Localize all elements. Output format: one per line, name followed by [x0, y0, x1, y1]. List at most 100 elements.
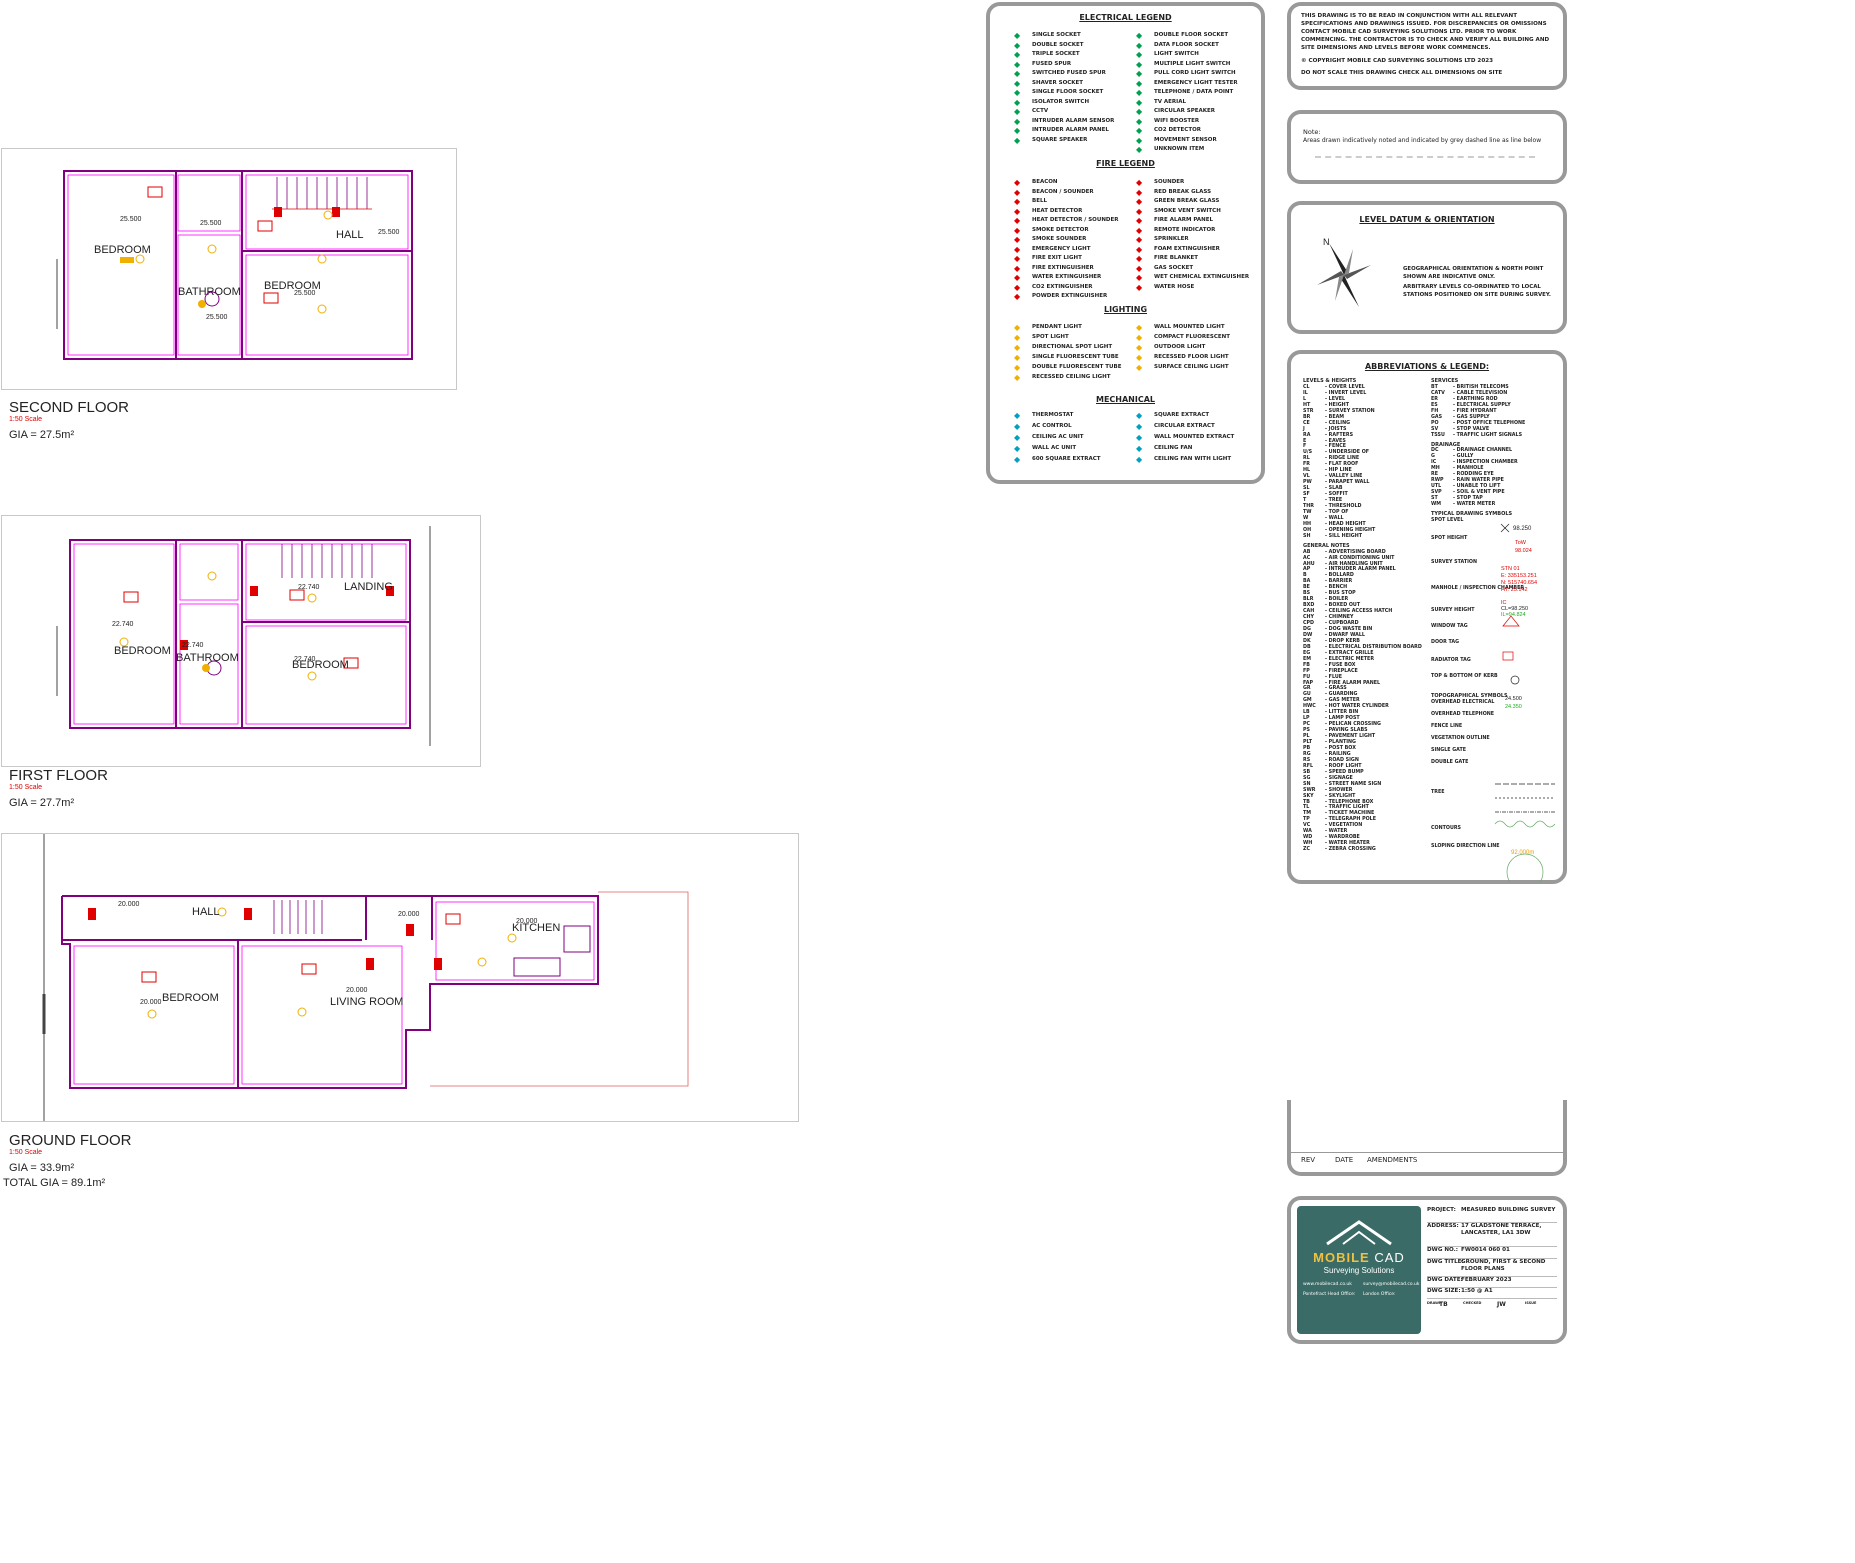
symbol-label: MANHOLE / INSPECTION CHAMBER: [1431, 585, 1525, 591]
abbreviation-code: GR: [1303, 686, 1311, 692]
abbreviation-meaning: - COVER LEVEL: [1325, 384, 1365, 390]
abbreviation-code: AC: [1303, 555, 1311, 561]
sample-contour: 92.000m: [1511, 850, 1534, 856]
legend-symbol-icon: ◆: [1014, 206, 1021, 216]
sample-spot-height-b: 98.024: [1515, 548, 1532, 554]
legend-item: CCTV: [1032, 108, 1049, 114]
title-block-label: ADDRESS:: [1427, 1223, 1459, 1229]
abbreviation-code: GM: [1303, 698, 1312, 704]
legend-item: CEILING FAN WITH LIGHT: [1154, 456, 1232, 462]
abbreviation-meaning: - AIR CONDITIONING UNIT: [1325, 555, 1395, 561]
abbreviation-meaning: - SHOWER: [1325, 787, 1353, 793]
legend-symbol-icon: ◆: [1014, 178, 1021, 187]
abbreviation-meaning: - TRAFFIC LIGHT: [1325, 805, 1369, 811]
abbreviation-meaning: - GRASS: [1325, 686, 1347, 692]
abbreviation-meaning: - HEIGHT: [1325, 402, 1349, 408]
legend-item: WALL AC UNIT: [1032, 445, 1077, 451]
legend-item: AC CONTROL: [1032, 423, 1072, 429]
abbreviation-code: GAS: [1431, 414, 1443, 420]
legend-symbol-icon: ◆: [1014, 282, 1021, 292]
symbol-label: SINGLE GATE: [1431, 747, 1467, 753]
legend-symbol-icon: ◆: [1136, 116, 1143, 126]
legend-item: TV AERIAL: [1154, 98, 1186, 105]
spot-level: 20.000: [346, 987, 368, 994]
abbreviation-code: BLR: [1303, 597, 1314, 603]
abbreviation-code: MH: [1431, 466, 1440, 472]
legend-item: RED BREAK GLASS: [1154, 188, 1212, 195]
abbreviation-code: VC: [1303, 823, 1311, 829]
fire-legend-title: FIRE LEGEND: [1096, 159, 1155, 168]
abbreviation-heading: TYPICAL DRAWING SYMBOLS: [1431, 510, 1513, 517]
abbreviation-code: VL: [1303, 474, 1310, 480]
abbreviation-meaning: - STOP VALVE: [1453, 426, 1490, 432]
abbreviation-code: GU: [1303, 692, 1311, 698]
title-block: MOBILE CAD Surveying Solutions www.mobil…: [1287, 1196, 1567, 1344]
abbreviation-meaning: - BRITISH TELECOMS: [1453, 384, 1509, 390]
legend-item: GREEN BREAK GLASS: [1154, 198, 1220, 204]
room-label: LIVING ROOM: [330, 996, 403, 1008]
spot-level: 20.000: [516, 918, 538, 925]
abbreviation-meaning: - RIDGE LINE: [1325, 456, 1360, 462]
title-block-row: DWG NO.:FW0014 060 01: [1427, 1246, 1557, 1259]
abbreviation-meaning: - GAS METER: [1325, 698, 1360, 704]
legend-symbol-icon: ◆: [1136, 273, 1143, 282]
legend-item: WATER EXTINGUISHER: [1032, 274, 1102, 280]
abbreviation-code: SVP: [1431, 490, 1442, 496]
legend-symbol-icon: ◆: [1014, 31, 1021, 40]
abbreviation-code: B: [1303, 573, 1307, 579]
notes-do-not-scale: DO NOT SCALE THIS DRAWING CHECK ALL DIME…: [1301, 70, 1503, 76]
legend-symbol-icon: ◆: [1014, 433, 1021, 442]
abbreviation-code: EG: [1303, 650, 1311, 656]
legend-item: SHAVER SOCKET: [1032, 79, 1084, 86]
abbreviation-code: T: [1303, 498, 1307, 503]
abbreviation-code: DB: [1303, 644, 1311, 650]
legend-item: REMOTE INDICATOR: [1154, 226, 1216, 233]
north-arrow-icon: N: [1317, 237, 1371, 307]
abbreviation-meaning: - LITTER BIN: [1325, 710, 1359, 716]
legend-symbol-icon: ◆: [1014, 197, 1021, 206]
first-floor-drawing: BEDROOM BATHROOM BEDROOM LANDING 22.740 …: [56, 526, 431, 746]
abbreviation-code: SH: [1303, 533, 1311, 539]
abbreviation-code: HT: [1303, 402, 1311, 408]
legend-item: FOAM EXTINGUISHER: [1154, 245, 1220, 252]
legend-item: BELL: [1032, 198, 1047, 204]
abbreviation-meaning: - HIP LINE: [1325, 468, 1352, 474]
legend-item: CEILING AC UNIT: [1032, 434, 1084, 440]
abbreviation-code: DG: [1303, 626, 1311, 632]
notes-panel: THIS DRAWING IS TO BE READ IN CONJUNCTIO…: [1287, 2, 1567, 90]
note-panel: Note: Areas drawn indicatively noted and…: [1287, 110, 1567, 184]
abbreviation-meaning: - ROOF LIGHT: [1325, 763, 1362, 769]
level-datum-panel: LEVEL DATUM & ORIENTATION N GEOGRAPHICAL…: [1287, 201, 1567, 334]
abbreviation-code: BXD: [1303, 603, 1315, 609]
sample-spot-level: 98.250: [1513, 526, 1532, 532]
room-label: BATHROOM: [178, 286, 241, 298]
legend-symbol-icon: ◆: [1014, 40, 1021, 50]
room-label: BEDROOM: [114, 645, 171, 657]
abbreviation-meaning: - DWARF WALL: [1325, 632, 1365, 638]
floor-title: GROUND FLOOR: [9, 1132, 132, 1149]
abbreviation-code: IC: [1431, 460, 1437, 466]
legend-symbol-icon: ◆: [1014, 107, 1021, 116]
symbol-label: OVERHEAD TELEPHONE: [1431, 711, 1495, 717]
title-block-value: MEASURED BUILDING SURVEY: [1461, 1207, 1556, 1213]
abbreviation-code: WH: [1303, 841, 1313, 847]
spot-level: 25.500: [120, 216, 142, 223]
symbol-label: SPOT LEVEL: [1431, 517, 1464, 523]
legend-symbol-icon: ◆: [1014, 244, 1021, 254]
abbreviation-code: HWC: [1303, 704, 1316, 710]
legend-symbol-icon: ◆: [1136, 69, 1143, 78]
abbreviation-meaning: - CUPBOARD: [1325, 621, 1359, 626]
legend-item: DOUBLE FLUORESCENT TUBE: [1032, 364, 1122, 370]
abbreviation-code: AP: [1303, 567, 1311, 573]
abbreviation-meaning: - WATER: [1325, 829, 1348, 835]
sample-spot-height-a: ToW: [1515, 540, 1527, 546]
legend-symbol-icon: ◆: [1136, 323, 1143, 332]
revision-date: DATE: [1335, 1156, 1354, 1164]
legend-symbol-icon: ◆: [1014, 235, 1021, 244]
title-block-label: DWG SIZE:: [1427, 1288, 1461, 1294]
symbol-label: RADIATOR TAG: [1431, 657, 1471, 663]
sample-mh: IC: [1501, 600, 1507, 606]
legend-item: CO2 DETECTOR: [1154, 127, 1201, 133]
first-floor-plan: BEDROOM BATHROOM BEDROOM LANDING 22.740 …: [1, 515, 481, 767]
legend-symbol-icon: ◆: [1014, 263, 1021, 273]
